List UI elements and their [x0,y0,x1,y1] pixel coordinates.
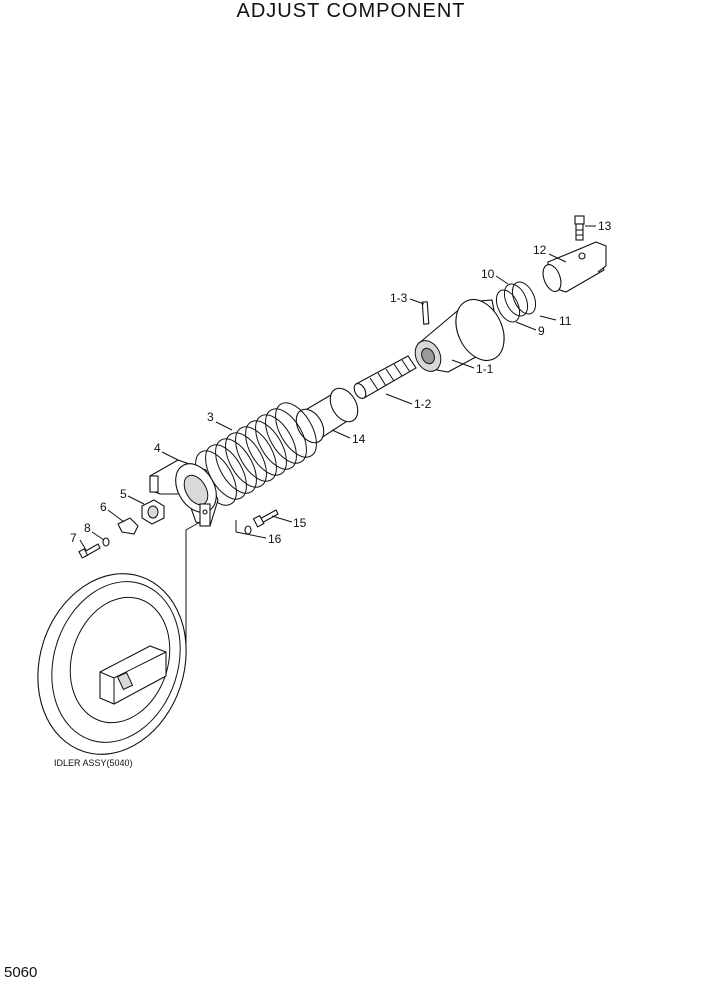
part-1-2-rod [353,355,417,399]
part-16-washer [244,525,252,535]
part-13-plug [574,215,585,241]
idler-assy [37,573,187,755]
callout-10: 10 [481,267,495,281]
part-5-nut [141,499,165,525]
callout-11: 11 [559,314,572,328]
part-4-bracket [149,459,219,527]
part-1-3-pin [421,301,430,325]
callout-15: 15 [293,516,307,530]
callout-4: 4 [154,441,161,455]
callout-3: 3 [207,410,214,424]
leader-lines [79,225,596,551]
callout-9: 9 [538,324,545,338]
callout-16: 16 [268,532,282,546]
part-1-1-cylinder [414,298,505,373]
callout-6: 6 [100,500,107,514]
part-15-bolt [252,509,279,528]
part-6-lock-plate [117,517,139,535]
part-9-oring [495,289,521,323]
callout-7: 7 [70,531,77,545]
callout-8: 8 [84,521,91,535]
callout-13: 13 [598,219,612,233]
callout-1-3: 1-3 [390,291,408,305]
part-7-bolt [78,543,101,559]
part-8-washer [102,537,110,547]
callout-14: 14 [352,432,366,446]
part-10-oring [503,283,529,317]
callout-12: 12 [533,243,547,257]
idler-assy-label: IDLER ASSY(5040) [54,758,133,768]
part-3-spring [195,402,317,506]
page-title: ADJUST COMPONENT [236,0,466,22]
part-12-valve [542,241,607,293]
callout-5: 5 [120,487,127,501]
callout-1-2: 1-2 [414,397,432,411]
callout-1-1: 1-1 [476,362,494,376]
part-14-sleeve [295,387,359,444]
part-11-ring [511,281,537,315]
page-number: 5060 [4,964,38,981]
